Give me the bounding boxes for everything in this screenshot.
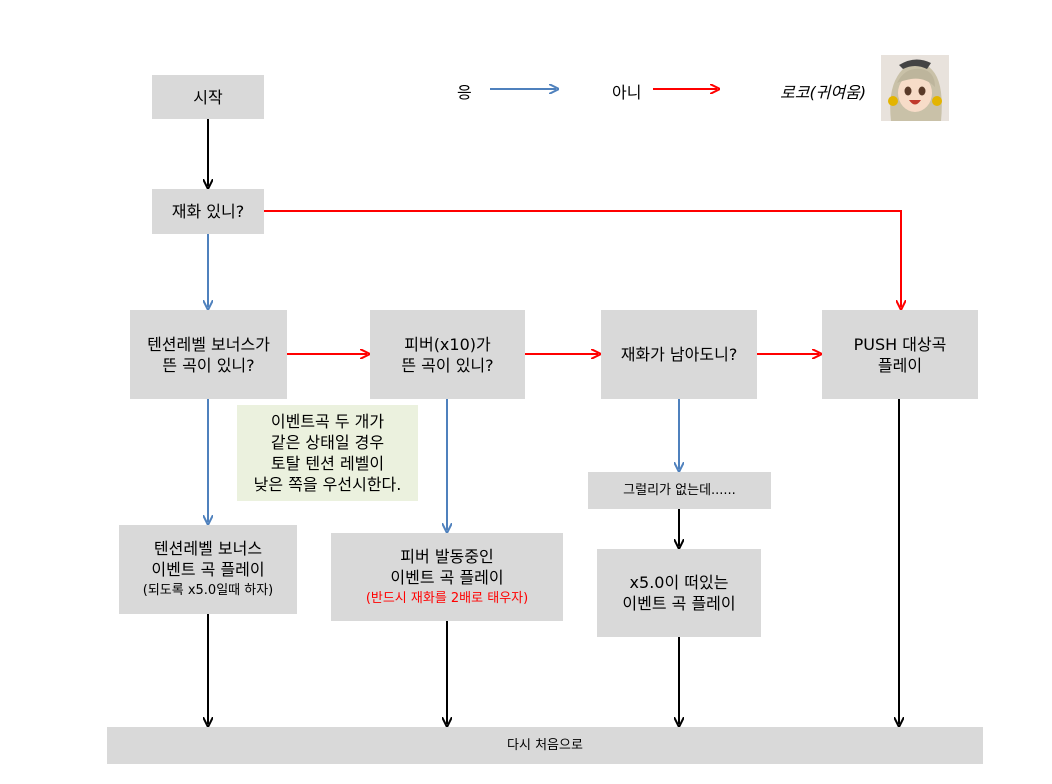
x5-play-node: x5.0이 떠있는 이벤트 곡 플레이 [597,549,761,637]
tension-play-line-2: 이벤트 곡 플레이 [151,560,265,579]
push-play-line-2: 플레이 [877,355,923,375]
tie-note-line-2: 같은 상태일 경우 [270,433,385,452]
x5-play-line-1: x5.0이 떠있는 [629,573,729,592]
fever-check-line-2: 뜬 곡이 있니? [401,355,494,375]
push-play-node: PUSH 대상곡 플레이 [822,310,978,399]
tension-play-sub: (되도록 x5.0일때 하자) [142,583,274,598]
tension-play-node: 텐션레벨 보너스 이벤트 곡 플레이 (되도록 x5.0일때 하자) [119,525,297,614]
restart-node: 다시 처음으로 [107,727,983,764]
tie-break-note: 이벤트곡 두 개가 같은 상태일 경우 토탈 텐션 레벨이 낮은 쪽을 우선시한… [237,405,418,501]
tie-note-line-1: 이벤트곡 두 개가 [270,412,385,431]
start-label: 시작 [193,87,223,107]
fever-play-sub: (반드시 재화를 2배로 태우자) [365,590,529,606]
arrow-currency-no [264,210,901,307]
start-node: 시작 [152,75,264,119]
has-currency-label: 재화 있니? [171,202,245,221]
fever-check-node: 피버(x10)가 뜬 곡이 있니? [370,310,525,399]
push-play-line-1: PUSH 대상곡 [853,334,947,354]
has-currency-node: 재화 있니? [152,189,264,234]
restart-label: 다시 처음으로 [507,738,583,753]
x5-play-line-2: 이벤트 곡 플레이 [622,594,736,613]
fever-check-line-1: 피버(x10)가 [404,334,491,354]
legend-no-label: 아니 [612,83,642,102]
legend-yes-label: 응 [457,83,472,102]
legend-roco-label: 로코(귀여움) [780,83,867,102]
fever-play-node: 피버 발동중인 이벤트 곡 플레이 (반드시 재화를 2배로 태우자) [331,533,563,621]
currency-left-label: 재화가 남아도니? [620,345,738,364]
character-avatar-image [881,55,949,121]
fever-play-line-2: 이벤트 곡 플레이 [390,567,504,587]
tie-note-line-3: 토탈 텐션 레벨이 [270,454,385,473]
tension-play-line-1: 텐션레벨 보너스 [153,539,263,558]
tie-note-line-4: 낮은 쪽을 우선시한다. [253,475,402,494]
tension-check-line-1: 텐션레벨 보너스가 [147,334,270,354]
fever-play-line-1: 피버 발동중인 [400,546,494,566]
but-none-label: 그럴리가 없는데...... [623,483,736,498]
but-none-node: 그럴리가 없는데...... [588,472,771,509]
tension-check-line-2: 뜬 곡이 있니? [162,355,255,375]
tension-check-node: 텐션레벨 보너스가 뜬 곡이 있니? [130,310,287,399]
currency-left-node: 재화가 남아도니? [601,310,757,399]
